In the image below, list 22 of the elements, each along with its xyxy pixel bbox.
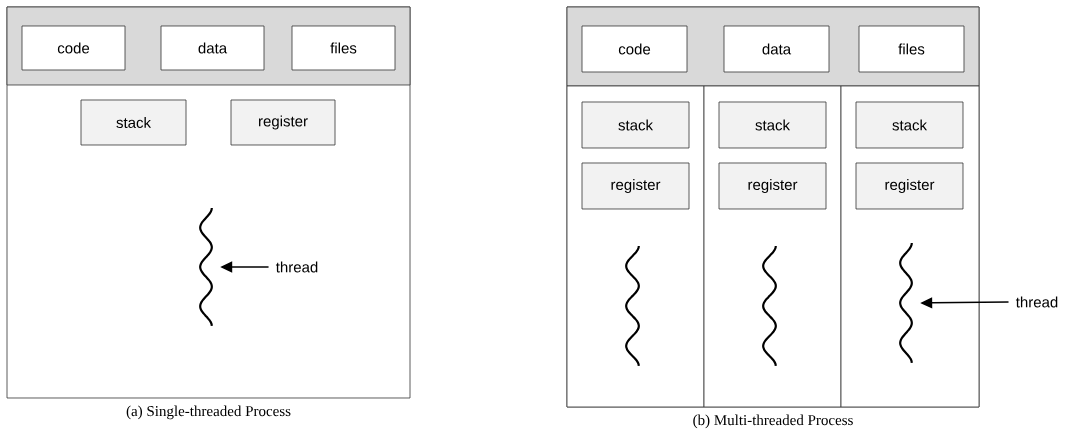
thread-wave <box>625 245 640 367</box>
callout-text: thread <box>1015 296 1058 308</box>
callout-text: thread <box>275 261 318 273</box>
thread-wave <box>762 245 777 367</box>
caption: (a) Single-threaded Process <box>126 405 291 420</box>
segment-box: files <box>291 25 396 71</box>
thread-box: stack <box>581 101 690 149</box>
caption: (b) Multi-threaded Process <box>693 414 853 429</box>
thread-box: stack <box>718 101 827 149</box>
thread-box: register <box>581 162 690 210</box>
segment-box: code <box>21 25 126 71</box>
thread-wave <box>199 207 213 327</box>
thread-box: stack <box>855 101 964 149</box>
segment-box: data <box>723 25 830 73</box>
thread-box: register <box>855 162 964 210</box>
thread-box: register <box>230 99 336 146</box>
segment-box: files <box>858 25 965 73</box>
thread-box: register <box>718 162 827 210</box>
thread-wave <box>899 242 913 364</box>
segment-box: code <box>581 25 688 73</box>
segment-box: data <box>160 25 265 71</box>
thread-box: stack <box>80 99 187 146</box>
